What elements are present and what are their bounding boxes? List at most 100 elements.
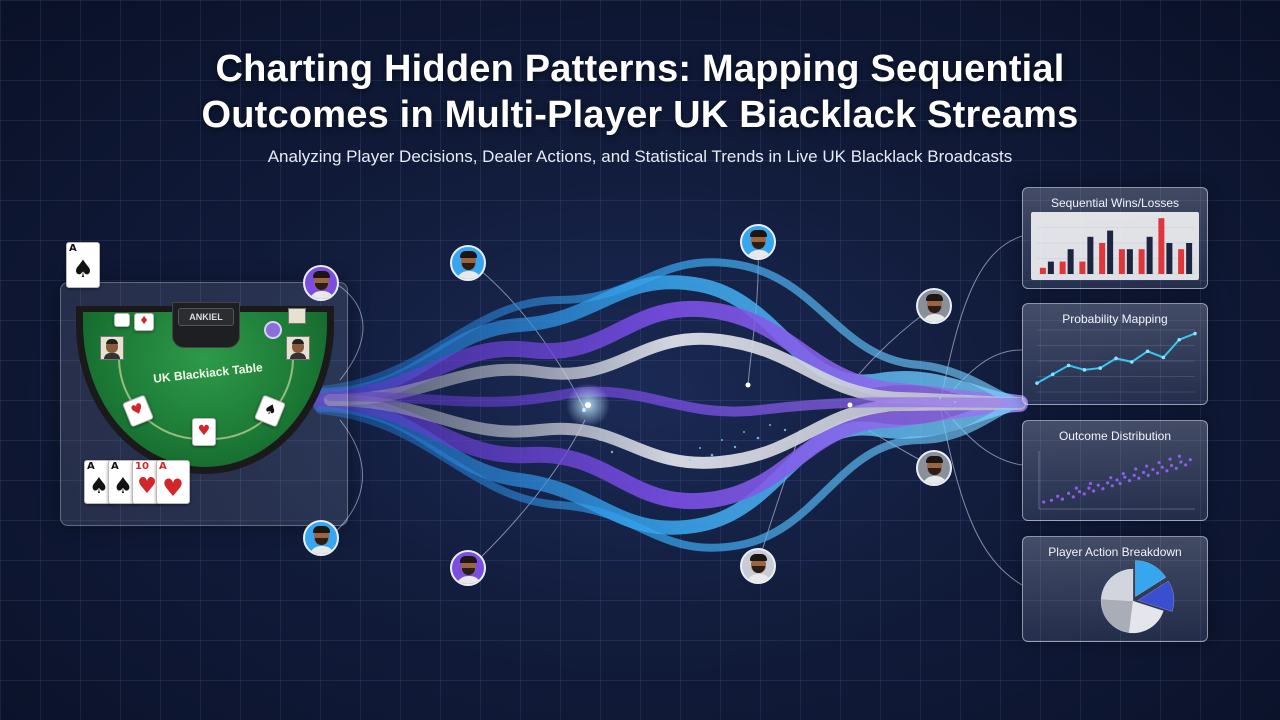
player-avatar[interactable] — [916, 288, 952, 324]
scatter-point — [1168, 457, 1172, 461]
pie-slice — [1128, 600, 1164, 634]
probability-point — [1161, 355, 1166, 360]
wins-losses-panel: Sequential Wins/Losses — [1022, 187, 1208, 289]
scatter-point — [1137, 476, 1141, 480]
scatter-point — [1074, 486, 1079, 490]
loss-bar — [1079, 261, 1086, 274]
scatter-point — [1157, 461, 1161, 465]
player-avatar[interactable] — [450, 245, 486, 281]
distribution-title: Outcome Distribution — [1058, 429, 1172, 443]
pie-slice — [1137, 580, 1175, 612]
actions-title: Player Action Breakdown — [1048, 545, 1182, 559]
pie-slice — [1135, 560, 1167, 598]
win-bar — [1087, 236, 1094, 274]
player-portrait — [288, 308, 306, 324]
wins-losses-title: Sequential Wins/Losses — [1050, 196, 1180, 210]
scatter-point — [1110, 484, 1114, 488]
scatter-point — [1151, 467, 1155, 472]
win-bar — [1126, 249, 1133, 274]
scatter-point — [1184, 463, 1188, 467]
scatter-point — [1077, 490, 1082, 494]
probability-panel: Probability Mapping — [1022, 303, 1208, 405]
player-avatar[interactable] — [916, 450, 952, 486]
probability-point — [1082, 368, 1087, 372]
scatter-point — [1118, 481, 1122, 486]
scatter-point — [1060, 497, 1064, 501]
player-portrait — [100, 336, 124, 360]
scatter-point — [1155, 471, 1160, 475]
win-bar — [1047, 261, 1054, 274]
probability-point — [1130, 360, 1134, 364]
player-avatar[interactable] — [450, 550, 486, 586]
win-bar — [1107, 230, 1114, 274]
player-portrait — [286, 336, 310, 360]
scatter-point — [1123, 475, 1127, 479]
pie-slice — [1100, 598, 1134, 634]
scatter-point — [1049, 498, 1054, 502]
ace-of-spades-card: A ♠ — [66, 242, 100, 288]
scatter-point — [1092, 489, 1096, 493]
scatter-point — [1121, 472, 1125, 476]
felt-card: ♦ — [134, 313, 154, 331]
scatter-point — [1134, 467, 1138, 471]
scatter-point — [1106, 481, 1110, 485]
win-bar — [1166, 243, 1173, 274]
probability-point — [1193, 331, 1197, 336]
title-line-1: Charting Hidden Patterns: Mapping Sequen… — [215, 48, 1065, 90]
scatter-point — [1042, 500, 1046, 504]
loss-bar — [1118, 249, 1125, 274]
hand-card: A♥ — [156, 460, 190, 504]
probability-point — [1066, 363, 1071, 368]
win-bar — [1146, 236, 1153, 274]
scatter-point — [1101, 487, 1105, 491]
loss-bar — [1039, 267, 1046, 274]
scatter-point — [1096, 483, 1100, 487]
scatter-point — [1174, 466, 1178, 470]
scatter-point — [1188, 458, 1192, 462]
bar-chart-plot-area — [1031, 212, 1199, 280]
win-bar — [1067, 249, 1074, 274]
scatter-point — [1145, 464, 1149, 468]
loss-bar — [1138, 249, 1145, 274]
scatter-point — [1127, 478, 1132, 483]
probability-point — [1114, 356, 1118, 361]
scatter-point — [1165, 469, 1169, 473]
page-title: Charting Hidden Patterns: Mapping Sequen… — [0, 46, 1280, 138]
chip-icon — [264, 321, 282, 339]
probability-point — [1177, 337, 1181, 342]
distribution-scatter-chart — [1038, 451, 1195, 510]
player-avatar[interactable] — [303, 520, 339, 556]
player-avatar[interactable] — [740, 548, 776, 584]
felt-card — [114, 313, 130, 327]
dealer-tag: ANKIEL — [178, 308, 234, 326]
loss-bar — [1059, 261, 1066, 274]
probability-line-chart — [1035, 329, 1197, 393]
scatter-point — [1146, 473, 1150, 477]
scatter-point — [1160, 465, 1164, 469]
pie-slice — [1100, 568, 1134, 602]
scatter-point — [1087, 486, 1091, 490]
loss-bar — [1178, 249, 1185, 274]
scatter-point — [1082, 492, 1086, 496]
scatter-point — [1109, 476, 1113, 480]
probability-point — [1098, 366, 1102, 370]
probability-title: Probability Mapping — [1062, 312, 1168, 326]
loss-bar — [1158, 218, 1165, 274]
scatter-point — [1071, 495, 1075, 499]
scatter-point — [1115, 478, 1119, 482]
player-avatar[interactable] — [740, 224, 776, 260]
loss-bar — [1099, 243, 1106, 274]
title-line-2: Outcomes in Multi-Player UK Biacklack St… — [201, 94, 1079, 136]
scatter-point — [1141, 470, 1146, 475]
wins-losses-bar-chart — [1031, 212, 1199, 280]
scatter-point — [1088, 481, 1093, 486]
felt-card: ♥ — [192, 418, 216, 446]
distribution-panel: Outcome Distribution — [1022, 420, 1208, 521]
page-subtitle: Analyzing Player Decisions, Dealer Actio… — [267, 147, 1013, 166]
scatter-point — [1170, 463, 1174, 468]
scatter-point — [1177, 454, 1181, 458]
scatter-point — [1056, 494, 1060, 498]
probability-point — [1035, 381, 1039, 385]
player-avatar[interactable] — [303, 265, 339, 301]
